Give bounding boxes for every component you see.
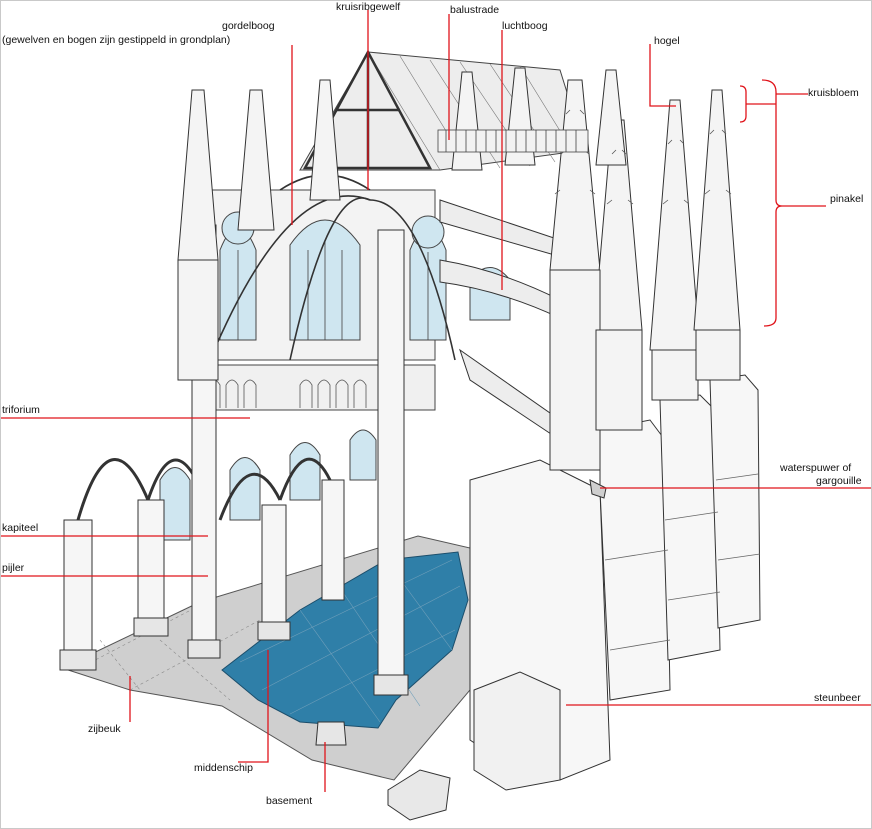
label-basement: basement bbox=[266, 795, 313, 807]
label-waterspuwer: waterspuwer of bbox=[780, 462, 852, 474]
label-pijler: pijler bbox=[2, 562, 25, 574]
aisle-arches bbox=[76, 457, 332, 521]
pinnacle-shafts bbox=[177, 259, 741, 471]
label-grondplan-note: (gewelven en bogen zijn gestippeld in gr… bbox=[2, 34, 231, 46]
label-gordelboog: gordelboog bbox=[222, 20, 275, 32]
label-zijbeuk: zijbeuk bbox=[88, 723, 121, 735]
gargoyle bbox=[589, 479, 607, 499]
pier-bases bbox=[59, 617, 409, 746]
label-steunbeer: steunbeer bbox=[814, 692, 861, 704]
plinth bbox=[387, 769, 451, 821]
label-luchtboog: luchtboog bbox=[502, 20, 548, 32]
label-triforium: triforium bbox=[2, 404, 40, 416]
floor-grid bbox=[239, 559, 461, 723]
label-middenschip: middenschip bbox=[194, 762, 253, 774]
label-gargouille: gargouille bbox=[816, 475, 862, 487]
buttress-steps bbox=[604, 473, 761, 651]
buttress-base bbox=[473, 671, 561, 791]
label-balustrade: balustrade bbox=[450, 4, 500, 16]
label-pinakel: pinakel bbox=[830, 193, 864, 205]
window-tracery bbox=[237, 240, 429, 340]
label-kapiteel: kapiteel bbox=[2, 522, 39, 534]
label-hogel: hogel bbox=[654, 35, 680, 47]
leader-lines bbox=[0, 10, 872, 792]
label-kruisbloem: kruisbloem bbox=[808, 87, 859, 99]
label-kruisribgewelf: kruisribgewelf bbox=[336, 1, 401, 13]
balustrade bbox=[437, 129, 589, 153]
